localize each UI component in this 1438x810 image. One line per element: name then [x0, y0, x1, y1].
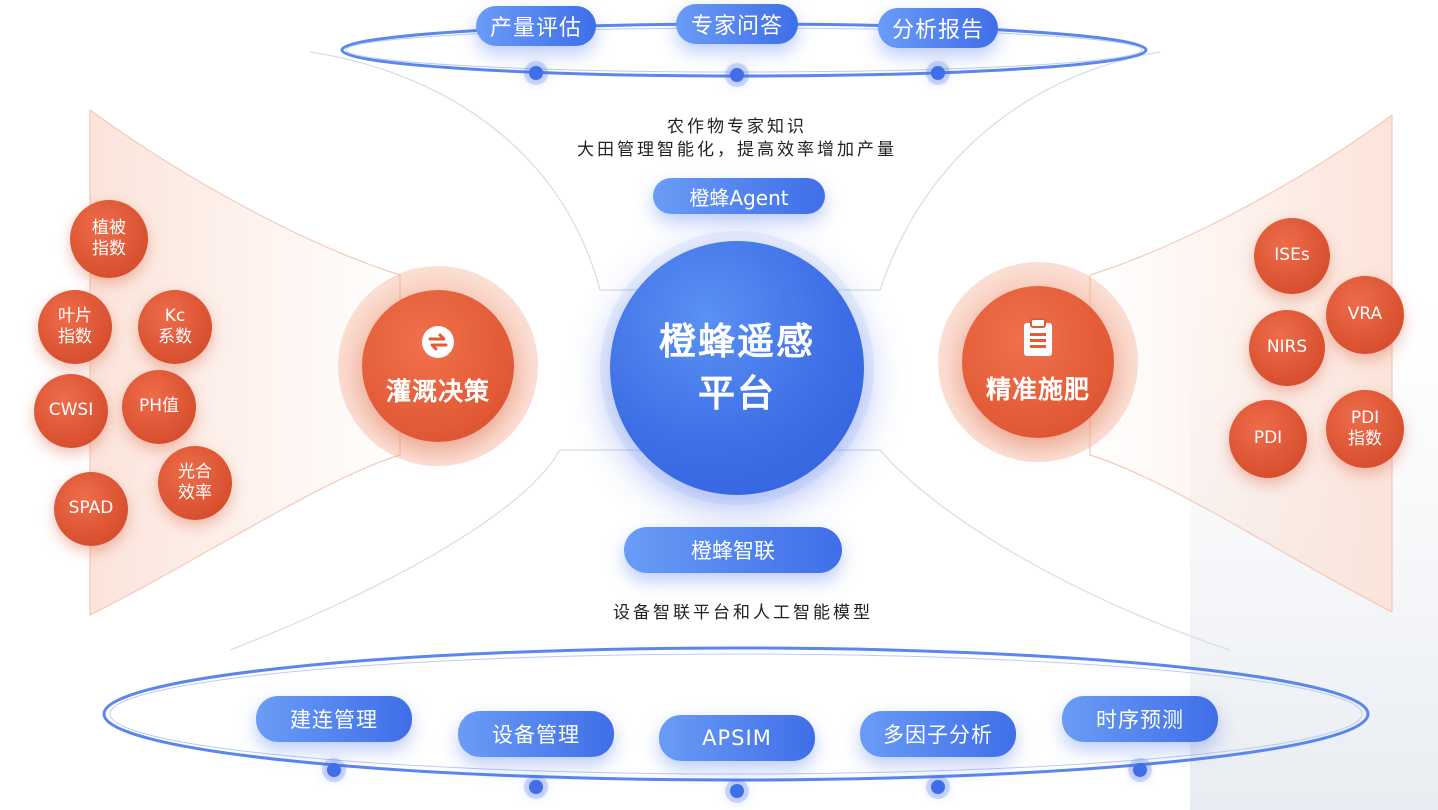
center-platform[interactable]: 橙蜂遥感 平台: [610, 241, 864, 495]
iot-caption: 设备智联平台和人工智能模型: [613, 603, 873, 623]
left-index-leaf[interactable]: 叶片 指数: [38, 290, 112, 364]
agent-caption-line1: 农作物专家知识: [667, 117, 807, 137]
top-ring-item-expert-qa[interactable]: 专家问答: [676, 4, 798, 44]
bottom-ring-node-3: [730, 784, 744, 798]
top-ring-node-1: [529, 66, 543, 80]
right-index-ises[interactable]: ISEs: [1254, 218, 1330, 294]
left-index-spad[interactable]: SPAD: [54, 472, 128, 546]
left-hub-label: 灌溉决策: [385, 377, 490, 406]
bottom-ring-node-2: [529, 780, 543, 794]
bottom-ring-item-apsim[interactable]: APSIM: [659, 715, 815, 761]
bottom-ring-node-1: [327, 763, 341, 777]
right-hub-fertilization[interactable]: 精准施肥: [962, 286, 1114, 438]
left-index-kc[interactable]: Kc 系数: [138, 290, 212, 364]
bottom-ring-item-device-mgmt[interactable]: 设备管理: [458, 711, 614, 757]
right-index-pdi[interactable]: PDI: [1229, 400, 1307, 478]
right-index-pdi-2[interactable]: PDI 指数: [1326, 390, 1404, 468]
right-index-nirs[interactable]: NIRS: [1249, 310, 1325, 386]
bottom-ring-item-time-series[interactable]: 时序预测: [1062, 696, 1218, 742]
bottom-ring-node-5: [1133, 763, 1147, 777]
left-index-vegetation[interactable]: 植被 指数: [70, 200, 148, 278]
right-index-vra[interactable]: VRA: [1326, 276, 1404, 354]
left-hub-irrigation[interactable]: 灌溉决策: [362, 290, 514, 442]
top-ring-node-2: [730, 68, 744, 82]
left-index-ph[interactable]: PH值: [122, 370, 196, 444]
top-ring-item-analysis-report[interactable]: 分析报告: [878, 8, 998, 48]
agent-pill[interactable]: 橙蜂Agent: [653, 178, 825, 214]
bottom-ring-item-connection-mgmt[interactable]: 建连管理: [256, 696, 412, 742]
swap-arrows-icon: [420, 324, 456, 364]
left-index-photosynthesis[interactable]: 光合 效率: [158, 446, 232, 520]
top-ring-node-3: [931, 66, 945, 80]
bottom-ring-node-4: [931, 780, 945, 794]
clipboard-icon: [1020, 318, 1056, 362]
bottom-ring-item-multifactor[interactable]: 多因子分析: [860, 711, 1016, 757]
iot-pill[interactable]: 橙蜂智联: [624, 527, 842, 573]
left-index-cwsi[interactable]: CWSI: [34, 374, 108, 448]
right-hub-label: 精准施肥: [985, 375, 1090, 404]
top-ring-item-yield-assessment[interactable]: 产量评估: [476, 6, 596, 46]
agent-caption-line2: 大田管理智能化，提高效率增加产量: [577, 140, 897, 160]
